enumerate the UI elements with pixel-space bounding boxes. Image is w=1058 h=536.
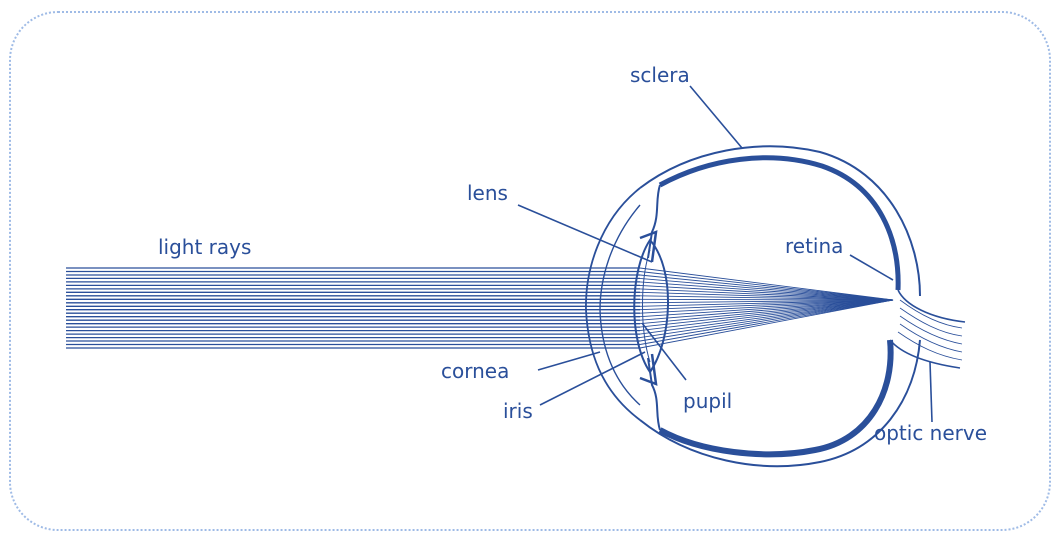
converging-ray bbox=[639, 299, 894, 332]
converging-ray bbox=[639, 299, 894, 328]
leader-lens bbox=[517, 204, 653, 263]
converging-rays bbox=[639, 267, 894, 349]
diagram-border bbox=[9, 11, 1051, 531]
converging-ray bbox=[639, 267, 894, 301]
cornea-shape bbox=[585, 187, 641, 421]
converging-ray bbox=[639, 299, 894, 349]
converging-ray bbox=[639, 277, 894, 301]
converging-ray bbox=[639, 299, 894, 307]
converging-ray bbox=[639, 299, 894, 339]
converging-ray bbox=[639, 299, 894, 342]
optic-nerve-bottom bbox=[889, 339, 961, 369]
optic-nerve-fibers bbox=[897, 299, 963, 361]
converging-ray bbox=[639, 299, 894, 304]
leader-cornea bbox=[537, 351, 601, 371]
label-retina: retina bbox=[785, 234, 843, 258]
leader-sclera bbox=[689, 85, 743, 149]
converging-ray bbox=[639, 299, 894, 345]
retina-band-upper bbox=[658, 155, 901, 291]
retina-band-lower bbox=[658, 339, 894, 458]
leader-lines bbox=[517, 85, 933, 423]
label-pupil: pupil bbox=[683, 389, 732, 413]
optic-nerve-top bbox=[897, 289, 966, 323]
converging-ray bbox=[639, 271, 894, 301]
converging-ray bbox=[639, 299, 894, 311]
light-rays bbox=[66, 267, 640, 349]
converging-ray bbox=[639, 284, 894, 301]
label-sclera: sclera bbox=[630, 63, 690, 87]
converging-ray bbox=[639, 274, 894, 301]
converging-ray bbox=[639, 299, 894, 314]
eyeball bbox=[585, 145, 966, 468]
converging-ray bbox=[639, 288, 894, 301]
converging-ray bbox=[639, 299, 894, 325]
converging-ray bbox=[639, 299, 894, 321]
lens-shape bbox=[633, 238, 670, 374]
converging-ray bbox=[639, 295, 894, 301]
leader-iris bbox=[539, 351, 646, 406]
label-iris: iris bbox=[503, 399, 533, 423]
label-optic-nerve: optic nerve bbox=[874, 421, 987, 445]
converging-ray bbox=[639, 281, 894, 301]
label-cornea: cornea bbox=[441, 359, 509, 383]
leader-retina bbox=[849, 254, 894, 281]
converging-ray bbox=[639, 299, 894, 318]
converging-ray bbox=[639, 299, 894, 335]
iris-blade-bottom bbox=[639, 353, 658, 386]
leader-pupil bbox=[641, 322, 687, 381]
leader-optic-nerve bbox=[929, 361, 933, 423]
converging-ray bbox=[639, 291, 894, 301]
label-lens: lens bbox=[467, 181, 508, 205]
iris-blade-top bbox=[639, 230, 658, 263]
label-light-rays: light rays bbox=[158, 235, 251, 259]
sclera-outline bbox=[639, 145, 921, 468]
iris-lower bbox=[647, 357, 661, 431]
iris-upper bbox=[647, 184, 661, 259]
cornea-inner bbox=[599, 204, 641, 406]
converging-ray bbox=[639, 298, 894, 301]
